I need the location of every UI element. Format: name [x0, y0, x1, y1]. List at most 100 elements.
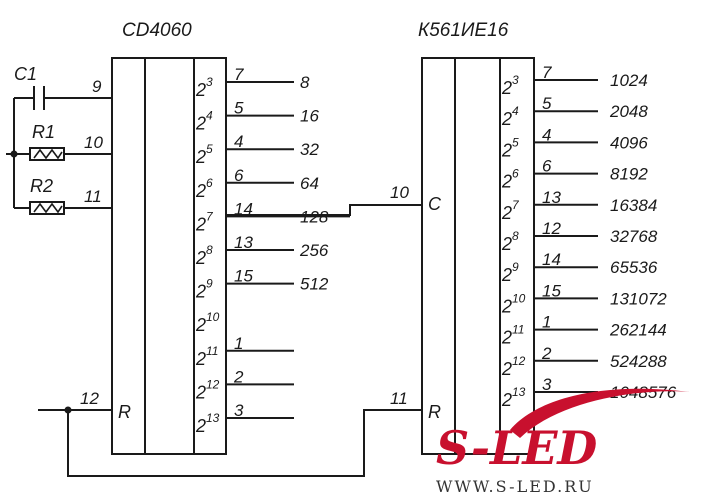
chip1-output-pin: 14: [234, 199, 253, 218]
chip1-output-value: 32: [300, 140, 319, 159]
shared-reset-wire: [67, 409, 422, 477]
chip1-output-base: 2: [195, 147, 206, 167]
r1-label: R1: [32, 122, 55, 142]
chip2-output-base: 2: [501, 203, 512, 223]
chip1-pin11: 11: [84, 187, 102, 206]
chip1-output-pin: 2: [233, 367, 244, 386]
chip2-output-exponent: 10: [512, 291, 526, 305]
chip2-output-base: 2: [501, 296, 512, 316]
watermark-url: WWW.S-LED.RU: [436, 477, 594, 496]
chip2-clock-label: C: [428, 194, 442, 214]
chip2-output-value: 1024: [610, 71, 648, 90]
chip2-output-pin: 1: [542, 313, 551, 332]
chip1-output-base: 2: [195, 181, 206, 201]
chip1-output-pin: 15: [234, 267, 253, 286]
chip2-output-exponent: 8: [512, 229, 519, 243]
chip2-output-pin: 6: [542, 157, 552, 176]
watermark: S-LED WWW.S-LED.RU: [436, 388, 690, 496]
chip1-reset-label: R: [118, 402, 131, 422]
chip1-output-pin: 4: [234, 132, 243, 151]
chip2-output-exponent: 6: [512, 167, 519, 181]
chip1-output-exponent: 10: [206, 310, 220, 324]
chip1-output-value: 8: [300, 73, 310, 92]
chip1-output-base: 2: [195, 282, 206, 302]
chip2-output-exponent: 4: [512, 104, 519, 118]
clock-link: 10 C: [226, 183, 442, 216]
chip2-output-value: 65536: [610, 258, 658, 277]
chip1-output-base: 2: [195, 382, 206, 402]
chip1-output-base: 2: [195, 80, 206, 100]
chip2-pin10: 10: [390, 183, 409, 202]
chip1-pin12: 12: [80, 389, 99, 408]
chip1-output-pin: 7: [234, 65, 244, 84]
chip1-output-base: 2: [195, 214, 206, 234]
chip2-output-value: 524288: [610, 352, 667, 371]
chip1-output-exponent: 13: [206, 411, 220, 425]
chip2-output-pin: 15: [542, 281, 561, 300]
oscillator-network: C1 9 R1 10 R2 11: [6, 64, 112, 215]
chip2-body: [421, 57, 535, 455]
chip1-output-value: 512: [300, 275, 329, 294]
chip2-output-value: 32768: [610, 227, 658, 246]
chip2-output-value: 2048: [609, 102, 648, 121]
chip2-output-base: 2: [501, 234, 512, 254]
chip2-output-base: 2: [501, 172, 512, 192]
chip1-output-exponent: 7: [206, 209, 214, 223]
reset-network: 12 R 11 R: [38, 389, 441, 477]
chip1-output-exponent: 9: [206, 277, 213, 291]
chip2-output-exponent: 13: [512, 385, 526, 399]
chip1-output-exponent: 5: [206, 142, 213, 156]
chip2-output-base: 2: [501, 140, 512, 160]
chip1-output-exponent: 8: [206, 243, 213, 257]
chip1-pin10: 10: [84, 133, 103, 152]
chip2-output-value: 4096: [610, 133, 648, 152]
chip1-output-value: 16: [300, 107, 319, 126]
chip2-output-exponent: 7: [512, 198, 520, 212]
chip1-output-pin: 5: [234, 99, 244, 118]
chip1-output-base: 2: [195, 114, 206, 134]
chip1-output-exponent: 4: [206, 109, 213, 123]
chip2-output-exponent: 3: [512, 73, 519, 87]
r2-body: [29, 201, 65, 215]
chip2-output-exponent: 11: [512, 323, 524, 337]
watermark-brand: S-LED: [436, 421, 597, 475]
chip1-output-value: 64: [300, 174, 319, 193]
swoosh-icon: [510, 388, 690, 438]
chip1-output-exponent: 12: [206, 377, 220, 391]
chip1-output-pin: 13: [234, 233, 253, 252]
chip1-body: [111, 57, 227, 455]
chip2-output-pin: 13: [542, 188, 561, 207]
chip2-output-pin: 12: [542, 219, 561, 238]
chip2-output-pin: 5: [542, 94, 552, 113]
chip2-reset-label: R: [428, 402, 441, 422]
chip1-output-base: 2: [195, 248, 206, 268]
clock-wire: [226, 204, 422, 216]
chip2-pin11: 11: [390, 389, 408, 408]
chip1-output-exponent: 11: [206, 344, 218, 358]
r1-hatch: [33, 148, 63, 160]
chip2-output-base: 2: [501, 109, 512, 129]
chip2-output-pin: 2: [541, 344, 552, 363]
chip1-output-exponent: 3: [206, 75, 213, 89]
chip1-output-value: 128: [300, 207, 329, 226]
chip2-output-base: 2: [501, 359, 512, 379]
chip2-output-exponent: 5: [512, 135, 519, 149]
chip1-output-pin: 3: [234, 401, 244, 420]
chip2-output-pin: 4: [542, 125, 551, 144]
r1-body: [29, 147, 65, 161]
chip1-output-pin: 6: [234, 166, 244, 185]
chip1-output-exponent: 6: [206, 176, 213, 190]
chip1-output-base: 2: [195, 349, 206, 369]
chip2-output-base: 2: [501, 390, 512, 410]
chip1-output-base: 2: [195, 315, 206, 335]
chip2-output-pin: 7: [542, 63, 552, 82]
chip1-pin9: 9: [92, 77, 102, 96]
r2-hatch: [33, 202, 63, 214]
chip2-output-exponent: 9: [512, 260, 519, 274]
chip2-output-value: 16384: [610, 196, 657, 215]
